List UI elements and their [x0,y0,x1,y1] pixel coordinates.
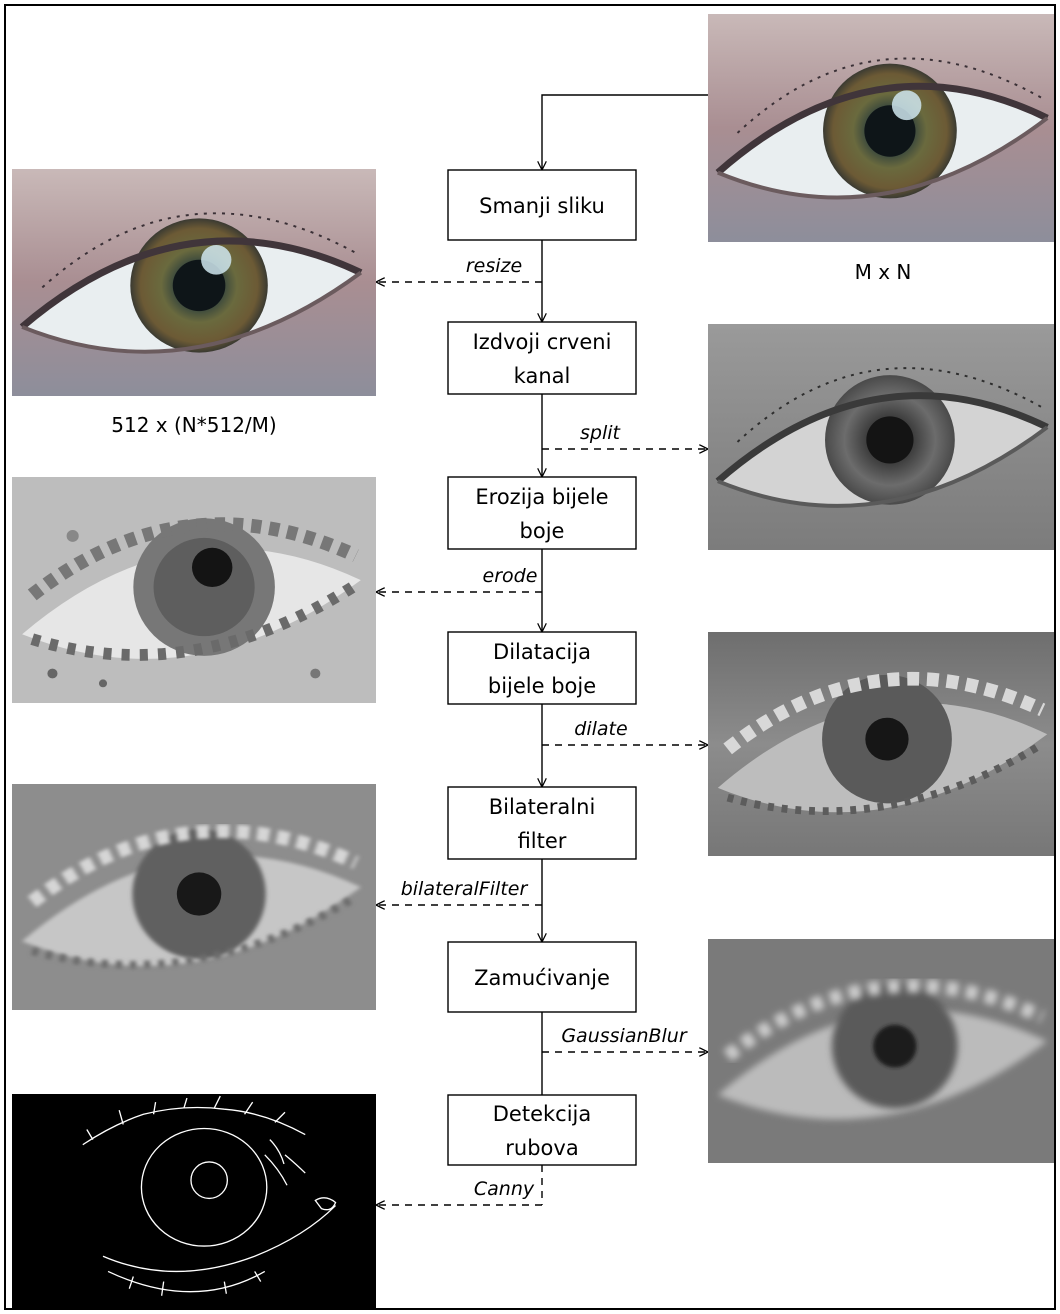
function-label-bilateralFilter: bilateralFilter [401,878,529,900]
bilateral-image [12,784,376,1010]
step-label-line: Izdvoji crveni [473,330,612,354]
step-label-line: Bilateralni [489,795,596,819]
step-box-1: Smanji sliku [448,170,636,240]
step-label-line: Zamućivanje [474,966,610,990]
step-box-7: Detekcija rubova [448,1095,636,1165]
edges-image [12,1094,376,1310]
step-label-line: Dilatacija [493,640,591,664]
function-label-dilate: dilate [574,718,627,740]
step-label-line: Detekcija [493,1102,592,1126]
step-label-line: Erozija bijele [475,485,608,509]
input-size-caption: M x N [855,260,912,284]
eroded-image [12,477,376,703]
step-box-4: Dilatacija bijele boje [448,632,636,704]
step-box-5: Bilateralni filter [448,787,636,859]
step-label-line: bijele boje [488,674,596,698]
step-label-line: filter [518,829,567,853]
function-label-resize: resize [466,255,522,277]
step-label-line: boje [520,519,565,543]
step-box-2: Izdvoji crveni kanal [448,322,636,394]
input-eye-image [708,14,1056,242]
blurred-image [708,939,1056,1163]
red-channel-image [708,324,1056,550]
resized-eye-image [12,169,376,396]
function-label-GaussianBlur: GaussianBlur [561,1025,688,1047]
function-labels: resize split erode dilate bilateralFilterGau… [401,255,688,1200]
dilated-image [708,632,1056,856]
step-box-3: Erozija bijele boje [448,477,636,549]
step-label-line: rubova [505,1136,578,1160]
function-label-erode: erode [483,565,538,587]
step-box-6: Zamućivanje [448,942,636,1012]
resized-size-caption: 512 x (N*512/M) [111,413,276,437]
function-label-Canny: Canny [474,1178,535,1200]
step-label-line: Smanji sliku [479,194,605,218]
function-label-split: split [580,422,622,444]
input-arrow [542,95,708,170]
step-label-line: kanal [514,364,571,388]
